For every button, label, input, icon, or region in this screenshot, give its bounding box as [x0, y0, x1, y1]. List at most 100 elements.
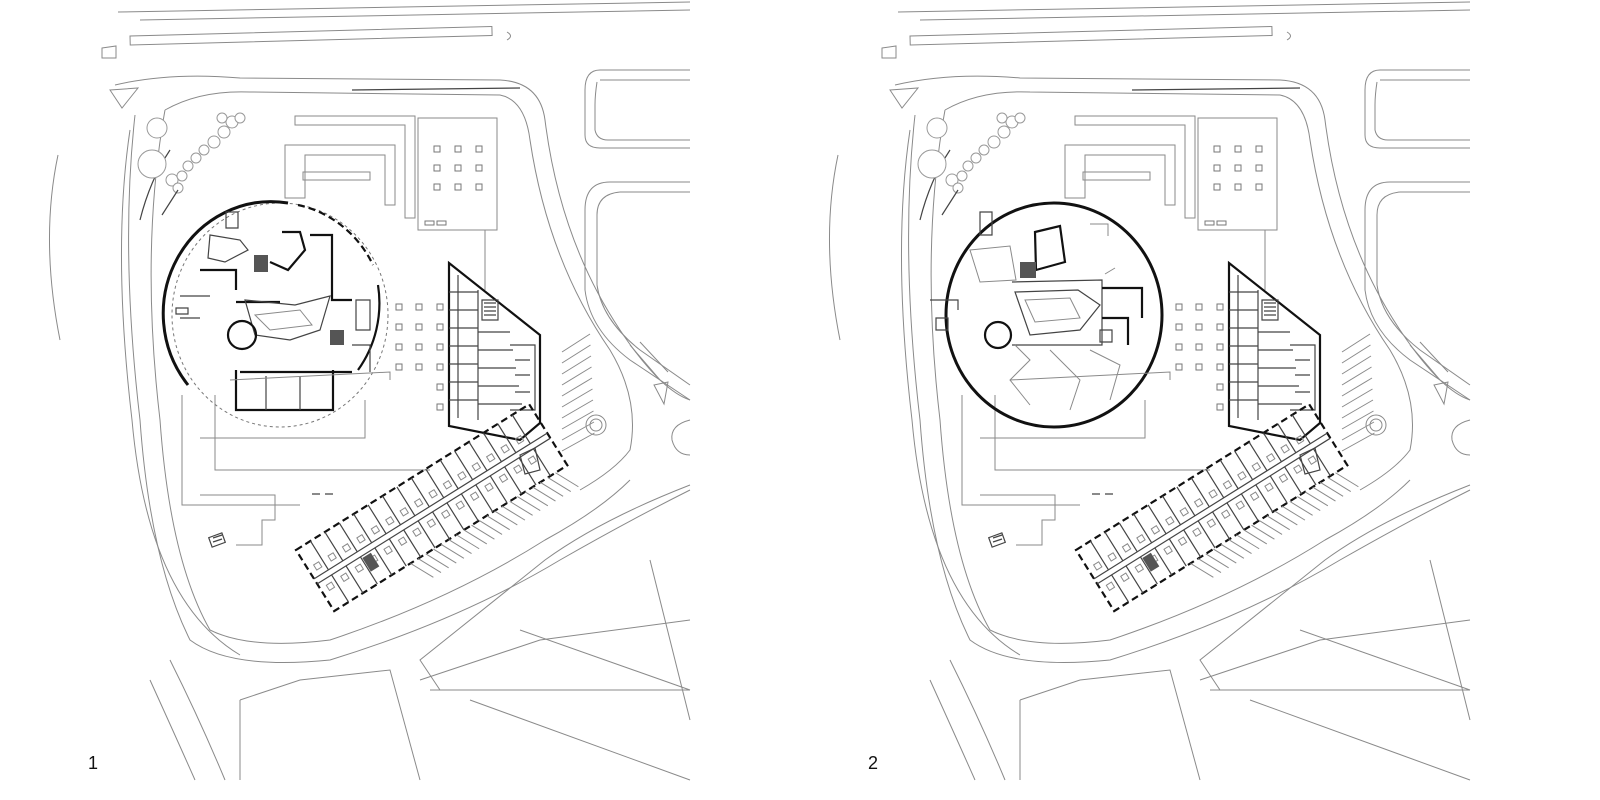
slab-room-wall — [1161, 495, 1182, 526]
column-square — [1234, 183, 1242, 191]
stair-north — [225, 211, 239, 229]
column-square — [1213, 164, 1221, 172]
interior-void — [1014, 289, 1101, 336]
corner-island — [109, 87, 140, 109]
slab-room-wall — [331, 574, 350, 603]
slab-room-wall — [1234, 450, 1254, 481]
slab-parking-stripe — [1319, 481, 1344, 497]
east-parking-stripe — [561, 421, 595, 441]
triangle-core — [1261, 299, 1279, 321]
slab-bathroom — [471, 461, 482, 472]
column-square — [1234, 145, 1242, 153]
plaza-square — [1216, 303, 1224, 311]
slab-parking-stripe — [1220, 543, 1245, 559]
slab-bathroom — [1092, 561, 1103, 571]
slab-room-wall — [367, 504, 387, 535]
plaza-square — [1195, 343, 1203, 351]
small-marker — [506, 31, 511, 41]
slab-room-wall — [511, 414, 531, 445]
podium-link — [229, 371, 391, 381]
slab-room-wall — [1226, 502, 1245, 531]
slab-bathroom — [356, 534, 366, 544]
tree — [146, 117, 168, 139]
tree — [198, 144, 210, 156]
interior-lounge-north — [969, 245, 1017, 283]
slab-bathroom — [514, 434, 525, 445]
slab-room-wall — [324, 531, 344, 562]
diagonal-slab — [294, 402, 579, 613]
slab-parking-stripe — [1312, 486, 1336, 502]
road-edge-top — [919, 9, 1471, 21]
slab-outline — [1074, 402, 1349, 613]
column-square — [433, 164, 441, 172]
tree — [997, 125, 1011, 139]
slab-room-wall — [1139, 556, 1158, 585]
slab-bathroom — [354, 563, 365, 574]
slab-bathroom — [513, 464, 523, 474]
slab-bathroom — [426, 518, 437, 529]
interior-wall-east — [1102, 286, 1144, 345]
south-road-a — [239, 669, 421, 781]
diagonal-slab — [1074, 402, 1359, 613]
small-marker — [1286, 31, 1291, 41]
slab-parking-stripe — [1335, 472, 1359, 488]
triangle-building-outline — [447, 260, 542, 442]
plaza-square — [415, 363, 423, 371]
tree — [176, 170, 188, 182]
loop-road-outer-west — [908, 114, 1471, 663]
slab-corridor — [1093, 432, 1328, 580]
slab-bathroom — [1193, 498, 1204, 508]
slab-bathroom — [469, 491, 480, 501]
slab-room-wall — [1248, 441, 1268, 472]
slab-room-wall — [482, 432, 502, 463]
north-building-c — [302, 171, 371, 181]
slab-bathroom — [1265, 452, 1276, 463]
slab-core — [1142, 552, 1160, 572]
slab-parking-stripe — [1190, 562, 1214, 578]
round-building-wall — [944, 201, 1164, 429]
slab-bathroom — [399, 507, 410, 517]
slab-room-wall — [403, 529, 422, 558]
slab-parking-stripe — [1243, 529, 1268, 545]
west-walls — [930, 299, 959, 310]
plaza-square — [395, 323, 403, 331]
slab-room-wall — [396, 486, 416, 517]
east-block-lower-inner — [1376, 191, 1471, 386]
tree — [234, 112, 246, 124]
plaza-square — [1216, 403, 1224, 411]
slab-parking-stripe — [1228, 539, 1252, 554]
slab-parking-stripe — [1236, 534, 1260, 550]
slab-bathroom — [1278, 473, 1289, 483]
east-parking-stripe — [1341, 421, 1375, 441]
south-road-c — [1199, 619, 1471, 681]
podium-edge — [961, 395, 1080, 506]
column-square — [475, 145, 483, 153]
south-diagonal-3 — [1429, 559, 1471, 721]
slab-bathroom — [1136, 534, 1146, 544]
slab-bathroom — [1237, 470, 1247, 481]
plaza-square — [395, 363, 403, 371]
slab-room-wall — [489, 475, 508, 504]
slab-parking-stripe — [417, 558, 442, 574]
slab-room-wall — [1212, 511, 1230, 540]
round-building-wall — [161, 200, 289, 386]
slab-room-wall — [417, 520, 436, 549]
bench — [1204, 220, 1215, 226]
slab-bathroom — [1293, 464, 1303, 474]
east-block-upper-inner — [1374, 79, 1470, 141]
slab-room-wall — [1190, 477, 1210, 508]
plaza-square — [436, 363, 444, 371]
slab-room-wall — [381, 495, 402, 526]
triangle-east-walls — [515, 359, 530, 393]
slab-room-wall — [1284, 466, 1303, 495]
slab-bathroom — [412, 527, 422, 538]
loop-road-inner — [930, 109, 1411, 644]
east-turn — [1451, 419, 1471, 456]
triangle-east-walls — [1295, 359, 1310, 393]
east-parking-stripe — [1341, 399, 1374, 419]
slab-room-wall — [460, 493, 479, 522]
plaza-square — [1216, 323, 1224, 331]
southeast-road — [419, 484, 691, 691]
east-block-upper-inner — [594, 79, 690, 141]
slab-bathroom — [527, 455, 538, 465]
